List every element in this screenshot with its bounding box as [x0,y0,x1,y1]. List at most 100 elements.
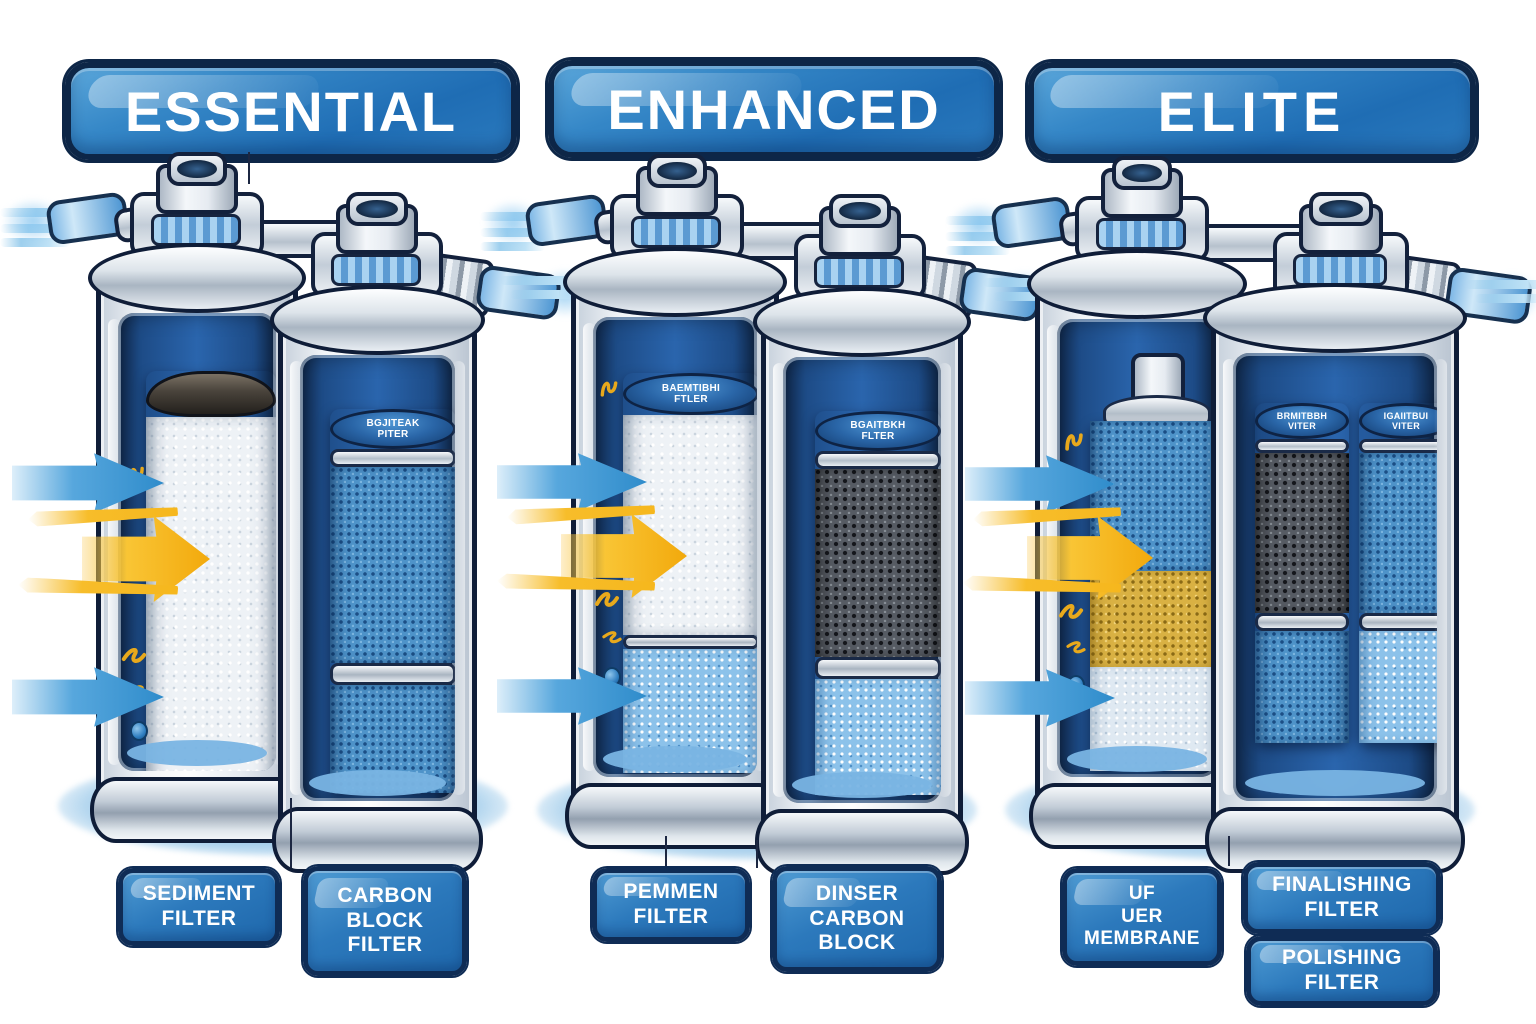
glass-highlight [1223,359,1236,795]
filter-unit-elite: BRMITBBH VITER IGAIITBUI VITER [945,156,1536,873]
housing-dense-carbon: BGAITBKH FLTER [753,287,971,875]
chrome-band [330,449,455,467]
flow-streak [480,242,545,251]
glass-highlight [1434,359,1447,795]
tier-banner-elite-text: ELITE [1157,79,1347,143]
chrome-ring [623,635,757,649]
cartridge-cap-label: IGAIITBUI VITER [1359,403,1437,439]
chrome-ring [330,663,455,685]
housing-cavity: BRMITBBH VITER IGAIITBUI VITER [1233,353,1437,801]
housing-cavity: BGAITBKH FLTER [783,357,941,803]
stage-label-carbon-block-filter: CARBON BLOCK FILTER [303,866,467,976]
cavity-floor [602,746,748,772]
carbon-media [815,469,941,657]
tier-banner-enhanced: ENHANCED [548,60,1000,158]
contaminant-squiggle-icon [1057,596,1088,629]
housing-collar [753,287,971,357]
flow-streak [500,276,590,285]
filter-unit-enhanced: BAEMTIBHI FTLER BGAITBKH FLTER [480,154,1073,875]
flow-streak [510,290,580,299]
water-droplet-icon [130,721,148,741]
membrane-cartridge [1090,421,1217,771]
housing-cavity: BGJITEAK PITER [300,355,455,801]
carbon-cartridge: BGJITEAK PITER [330,409,455,793]
glass-highlight [938,363,951,797]
head-port [346,192,408,226]
chrome-ring [1255,613,1349,631]
port-opening [1122,164,1162,182]
tier-banner-essential: ESSENTIAL [65,62,517,160]
tier-banner-elite: ELITE [1028,62,1476,160]
chrome-ring [1359,613,1437,631]
glass-highlight [773,363,786,797]
connector-line [756,840,758,868]
head-window [814,256,904,288]
chrome-ring [815,657,941,679]
connector-line [290,798,292,868]
cavity-floor [792,772,932,798]
head-window [631,216,721,248]
filter-unit-essential: BGJITEAK PITER [0,152,595,873]
port-opening [356,200,398,218]
cavity-floor [1066,746,1208,772]
flow-streak [1465,280,1536,289]
housing-base [90,777,304,843]
flow-streak [993,292,1063,301]
cartridge-cap-label: BGJITEAK PITER [330,409,455,449]
housing-collar [88,243,306,313]
finishing-cartridge: BRMITBBH VITER [1255,403,1349,743]
port-opening [839,202,881,220]
head-window [1293,254,1387,286]
cartridge-cap-label: BAEMTIBHI FTLER [623,373,757,415]
head-window [331,254,421,286]
head-port [167,152,227,186]
stage-label-sediment-filter: SEDIMENT FILTER [118,868,280,946]
flow-streak [945,246,1010,255]
housing-collar [270,285,485,355]
stage-label-dinser-carbon-block: DINSER CARBON BLOCK [772,866,942,972]
chrome-band [1255,439,1349,453]
cartridge-cap-label: BRMITBBH VITER [1255,403,1349,439]
carbon-cartridge: BGAITBKH FLTER [815,411,941,795]
chrome-band [815,451,941,469]
stage-label-pemmen-filter: PEMMEN FILTER [592,868,750,942]
flow-streak [1475,294,1536,303]
tier-banner-essential-text: ESSENTIAL [124,79,458,143]
head-port [647,154,707,188]
glass-highlight [452,361,465,795]
chrome-band [1359,439,1437,453]
head-port [1112,156,1172,190]
head-port [1309,192,1373,226]
housing-collar [563,247,787,317]
stage-label-polishing-filter: POLISHING FILTER [1246,936,1438,1006]
polishing-cartridge: IGAIITBUI VITER [1359,403,1437,743]
stage-label-uf-membrane: UF UER MEMBRANE [1062,868,1222,966]
cavity-floor [309,770,446,796]
carbon-media [330,467,455,663]
glass-highlight [290,361,303,795]
cavity-floor [127,740,267,766]
cartridge-cap [146,371,276,417]
housing-carbon-block: BGJITEAK PITER [270,285,485,873]
port-opening [1319,200,1363,218]
port-opening [177,160,217,178]
housing-base [565,783,785,849]
stage-label-finalishing-filter: FINALISHING FILTER [1243,862,1441,934]
connector-line [665,836,667,868]
tier-banner-enhanced-text: ENHANCED [607,77,941,141]
contaminant-squiggle-icon [1061,633,1092,664]
cavity-floor [1245,770,1425,796]
port-opening [657,162,697,180]
fine-media [1255,631,1349,743]
carbon-media [1255,453,1349,613]
contaminant-squiggle-icon [1058,426,1091,459]
connector-line [248,152,250,184]
connector-line [1228,836,1230,866]
housing-base [272,807,483,873]
head-port [829,194,891,228]
head-window [1096,218,1186,250]
membrane-media [1359,453,1437,613]
housing-polishing-duo: BRMITBBH VITER IGAIITBUI VITER [1203,283,1467,873]
fine-media [1359,631,1437,743]
